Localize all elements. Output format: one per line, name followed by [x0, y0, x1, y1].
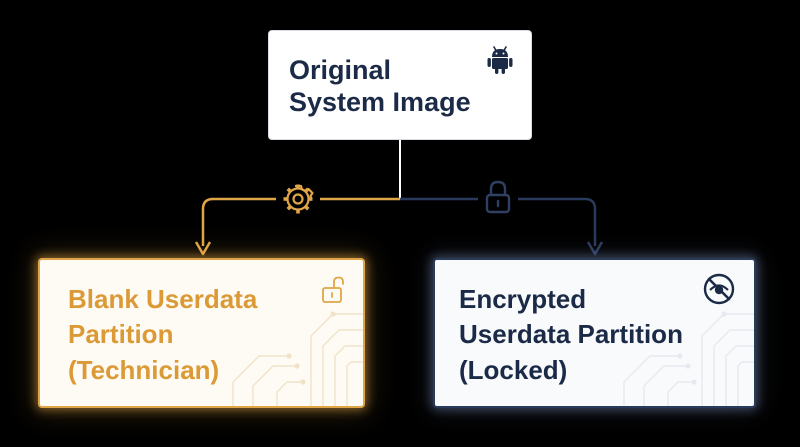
left-title-line-3: (Technician) — [68, 354, 220, 385]
left-branch-line — [201, 197, 400, 246]
left-title-line-1: Blank Userdata — [68, 284, 258, 314]
original-system-image-node: Original System Image — [268, 30, 532, 140]
left-title-line-2: Partition — [68, 319, 174, 350]
root-title: Original System Image — [289, 54, 471, 119]
android-icon — [487, 46, 513, 74]
blank-userdata-partition-node: Blank Userdata Partition (Technician) — [38, 258, 365, 408]
circuit-pattern — [232, 311, 363, 406]
gear-icon — [276, 183, 320, 215]
root-title-line-1: Original — [289, 55, 392, 85]
right-branch-line — [400, 197, 597, 246]
encrypted-userdata-partition-node: Encrypted Userdata Partition (Locked) — [433, 258, 756, 408]
left-arrowhead — [194, 241, 212, 256]
unlocked-padlock-icon — [322, 276, 344, 303]
right-title-line-3: (Locked) — [459, 354, 568, 385]
eye-slash-icon — [703, 273, 735, 305]
right-title-line-1: Encrypted — [459, 284, 587, 314]
right-title-line-2: Userdata Partition — [459, 319, 683, 350]
right-node-title: Encrypted Userdata Partition (Locked) — [459, 282, 683, 388]
right-arrowhead — [586, 241, 604, 256]
root-title-line-2: System Image — [289, 87, 471, 118]
locked-padlock-icon — [478, 179, 518, 215]
left-node-title: Blank Userdata Partition (Technician) — [68, 282, 257, 388]
circuit-pattern — [623, 311, 754, 406]
